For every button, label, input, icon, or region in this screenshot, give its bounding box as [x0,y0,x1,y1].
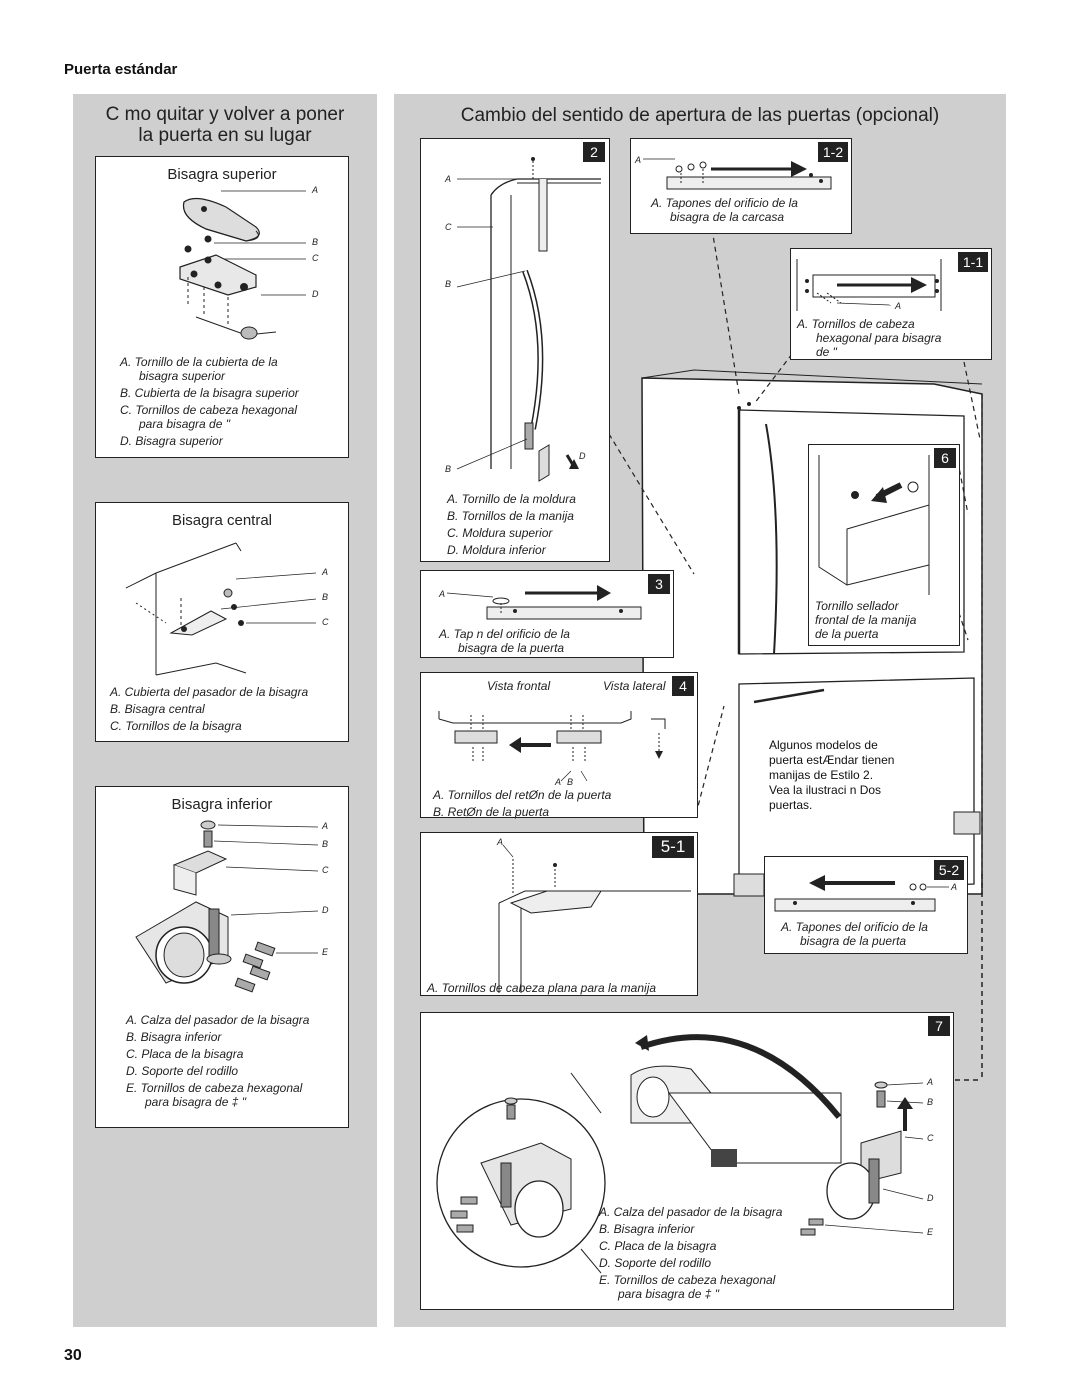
step-1-1-number: 1-1 [958,252,988,272]
center-hinge-title: Bisagra central [171,512,273,529]
step-5-1-captions: A. Tornillos de cabeza plana para la man… [427,981,657,995]
step-4-box: 4 Vista frontal Vista lateral A B [420,672,698,819]
step-5-2-illustration [774,875,949,912]
top-hinge-label-d: D [312,289,319,299]
step-1-1-label-a: A [895,301,902,311]
center-hinge-label-b: B [322,592,329,602]
step-1-2-captions: A. Tapones del orificio de la bisagra de… [651,196,798,224]
bottom-hinge-title: Bisagra inferior [171,796,273,813]
step-3-illustration [446,585,642,620]
step-2-label-b-bottom: B [445,464,452,474]
center-hinge-label-c: C [322,617,329,627]
step-1-2-illustration [643,158,832,190]
step-4-number: 4 [672,676,694,696]
bottom-hinge-label-b: B [322,839,329,849]
step-7-label-c: C [927,1133,934,1143]
step-7-box: 7 [420,1012,954,1310]
step-3-label-a: A [439,589,446,599]
step-4-illustration [438,711,666,782]
step-4-label-a: A [555,777,562,787]
step-7-label-e: E [927,1227,934,1237]
step-2-label-d: D [579,451,586,461]
bottom-hinge-label-d: D [322,905,329,915]
step-3-number: 3 [648,574,670,594]
top-hinge-illustration [179,190,306,340]
section-header: Puerta estándar [64,61,178,78]
step-4-captions: A. Tornillos del retØn de la puerta B. R… [433,788,612,819]
bottom-hinge-box: Bisagra inferior A B C D E A. Cal [95,786,349,1128]
left-panel-title: C mo quitar y volver a poner la puerta e… [105,104,345,146]
step-5-2-captions: A. Tapones del orificio de la bisagra de… [781,920,928,948]
note-box: Algunos modelos de puerta estÆndar tiene… [766,736,916,826]
top-hinge-box: Bisagra superior A B C D A. To [95,156,349,458]
step-6-number: 6 [934,448,956,468]
step-3-box: 3 A A. Tap n del orificio de la bisagra … [420,570,674,658]
right-panel: Cambio del sentido de apertura de las pu… [394,94,1006,1327]
step-7-number: 7 [928,1016,950,1036]
step-4-label-b: B [567,777,574,787]
step-3-captions: A. Tap n del orificio de la bisagra de l… [439,627,570,655]
step-4-view-side: Vista lateral [603,679,666,693]
step-1-2-box: 1-2 A A. Tapones del orificio de la bisa… [630,138,852,234]
center-hinge-illustration [125,542,317,676]
step-7-label-b: B [927,1097,934,1107]
bottom-hinge-illustration [135,820,319,993]
top-hinge-title: Bisagra superior [167,166,277,183]
step-1-1-captions: A. Tornillos de cabeza hexagonal para bi… [797,317,942,359]
step-2-label-b-top: B [445,279,452,289]
step-5-1-illustration [498,844,691,993]
step-2-label-c: C [445,222,452,232]
step-5-2-number: 5-2 [934,860,964,880]
step-7-label-d: D [927,1193,934,1203]
center-hinge-label-a: A [322,567,329,577]
step-5-1-box: 5-1 A A. Tornillos de cabeza plana para … [420,832,698,996]
step-2-label-a: A [445,174,452,184]
top-hinge-captions: A. Tornillo de la cubierta de la bisagra… [120,355,299,448]
bottom-hinge-label-e: E [322,947,329,957]
page-number: 30 [64,1347,82,1364]
center-hinge-box: Bisagra central A B C A. Cubierta del pa… [95,502,349,742]
step-7-captions: A. Calza del pasador de la bisagra B. Bi… [599,1205,783,1301]
bottom-hinge-label-c: C [322,865,329,875]
top-hinge-label-b: B [312,237,319,247]
step-7-illustration [436,1034,924,1274]
bottom-hinge-captions: A. Calza del pasador de la bisagra B. Bi… [126,1013,310,1109]
step-6-caption: Tornillo sellador frontal de la manija d… [815,599,917,641]
top-hinge-label-a: A [312,185,319,195]
step-5-1-label-a: A [497,837,504,847]
step-6-box: 6 Tornillo sellador frontal de la manija… [808,444,960,646]
step-7-label-a: A [927,1077,934,1087]
left-panel: C mo quitar y volver a poner la puerta e… [73,94,377,1327]
step-5-1-number: 5-1 [652,836,694,858]
step-1-2-number: 1-2 [818,142,848,162]
step-2-illustration [456,157,601,482]
top-hinge-label-c: C [312,253,319,263]
step-2-box: 2 A C B B D A. Tornillo de la moldura [420,138,610,562]
step-5-2-box: 5-2 A A. Tapones del orificio de la bisa… [764,856,968,954]
step-2-number: 2 [583,142,605,162]
step-5-2-label-a: A [951,882,958,892]
step-1-1-box: 1-1 A A. Tornillos de cabeza hexagonal p… [790,248,992,360]
step-1-2-label-a: A [635,155,642,165]
step-6-illustration [818,455,930,595]
right-panel-title: Cambio del sentido de apertura de las pu… [460,105,940,126]
center-hinge-captions: A. Cubierta del pasador de la bisagra B.… [110,685,309,733]
step-4-view-front: Vista frontal [487,679,551,693]
step-2-captions: A. Tornillo de la moldura B. Tornillos d… [447,492,576,557]
step-1-1-illustration [796,259,942,311]
bottom-hinge-label-a: A [322,821,329,831]
